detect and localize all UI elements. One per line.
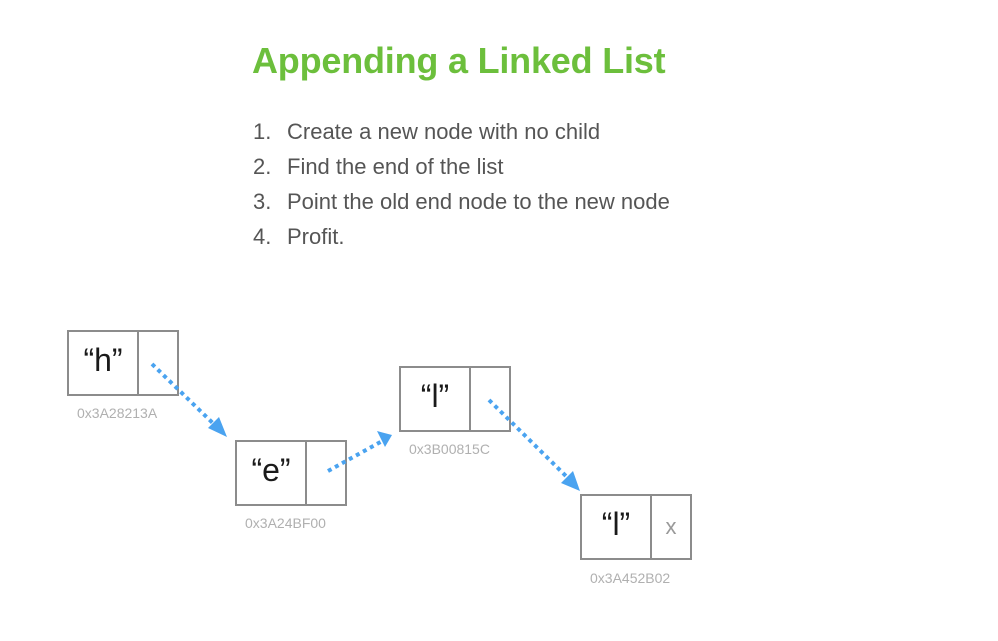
node-address: 0x3A24BF00	[245, 515, 326, 531]
step-number: 2.	[253, 154, 272, 179]
node-null-pointer: x	[665, 514, 677, 539]
page-title: Appending a Linked List	[252, 40, 666, 81]
node-value: “l”	[401, 368, 471, 430]
step-text: Point the old end node to the new node	[287, 189, 670, 214]
step-number: 1.	[253, 119, 272, 144]
node-address: 0x3A28213A	[77, 405, 158, 421]
step-item: 3. Point the old end node to the new node	[253, 184, 670, 219]
arrow-h-to-e	[150, 362, 224, 434]
step-number: 3.	[253, 189, 272, 214]
arrow-l-to-l-head	[561, 471, 580, 491]
step-text: Find the end of the list	[287, 154, 504, 179]
list-node-h: “h”	[67, 330, 179, 396]
node-value: “e”	[237, 442, 307, 504]
arrow-e-to-l	[327, 438, 385, 473]
list-node-e: “e”	[235, 440, 347, 506]
step-text: Create a new node with no child	[287, 119, 601, 144]
node-address: 0x3B00815C	[409, 441, 490, 457]
step-item: 2. Find the end of the list	[253, 149, 670, 184]
step-item: 4. Profit.	[253, 219, 670, 254]
node-value: “l”	[582, 496, 652, 558]
step-number: 4.	[253, 224, 272, 249]
arrow-h-to-e-head	[208, 417, 227, 437]
arrow-e-to-l-head	[377, 431, 392, 447]
steps-list: 1. Create a new node with no child 2. Find…	[253, 114, 670, 254]
list-node-l-new-end: “l” x	[580, 494, 692, 560]
arrow-l-to-l	[487, 398, 574, 484]
list-node-l-old-end: “l”	[399, 366, 511, 432]
step-text: Profit.	[287, 224, 345, 249]
step-item: 1. Create a new node with no child	[253, 114, 670, 149]
node-address: 0x3A452B02	[590, 570, 671, 586]
node-value: “h”	[69, 332, 139, 394]
